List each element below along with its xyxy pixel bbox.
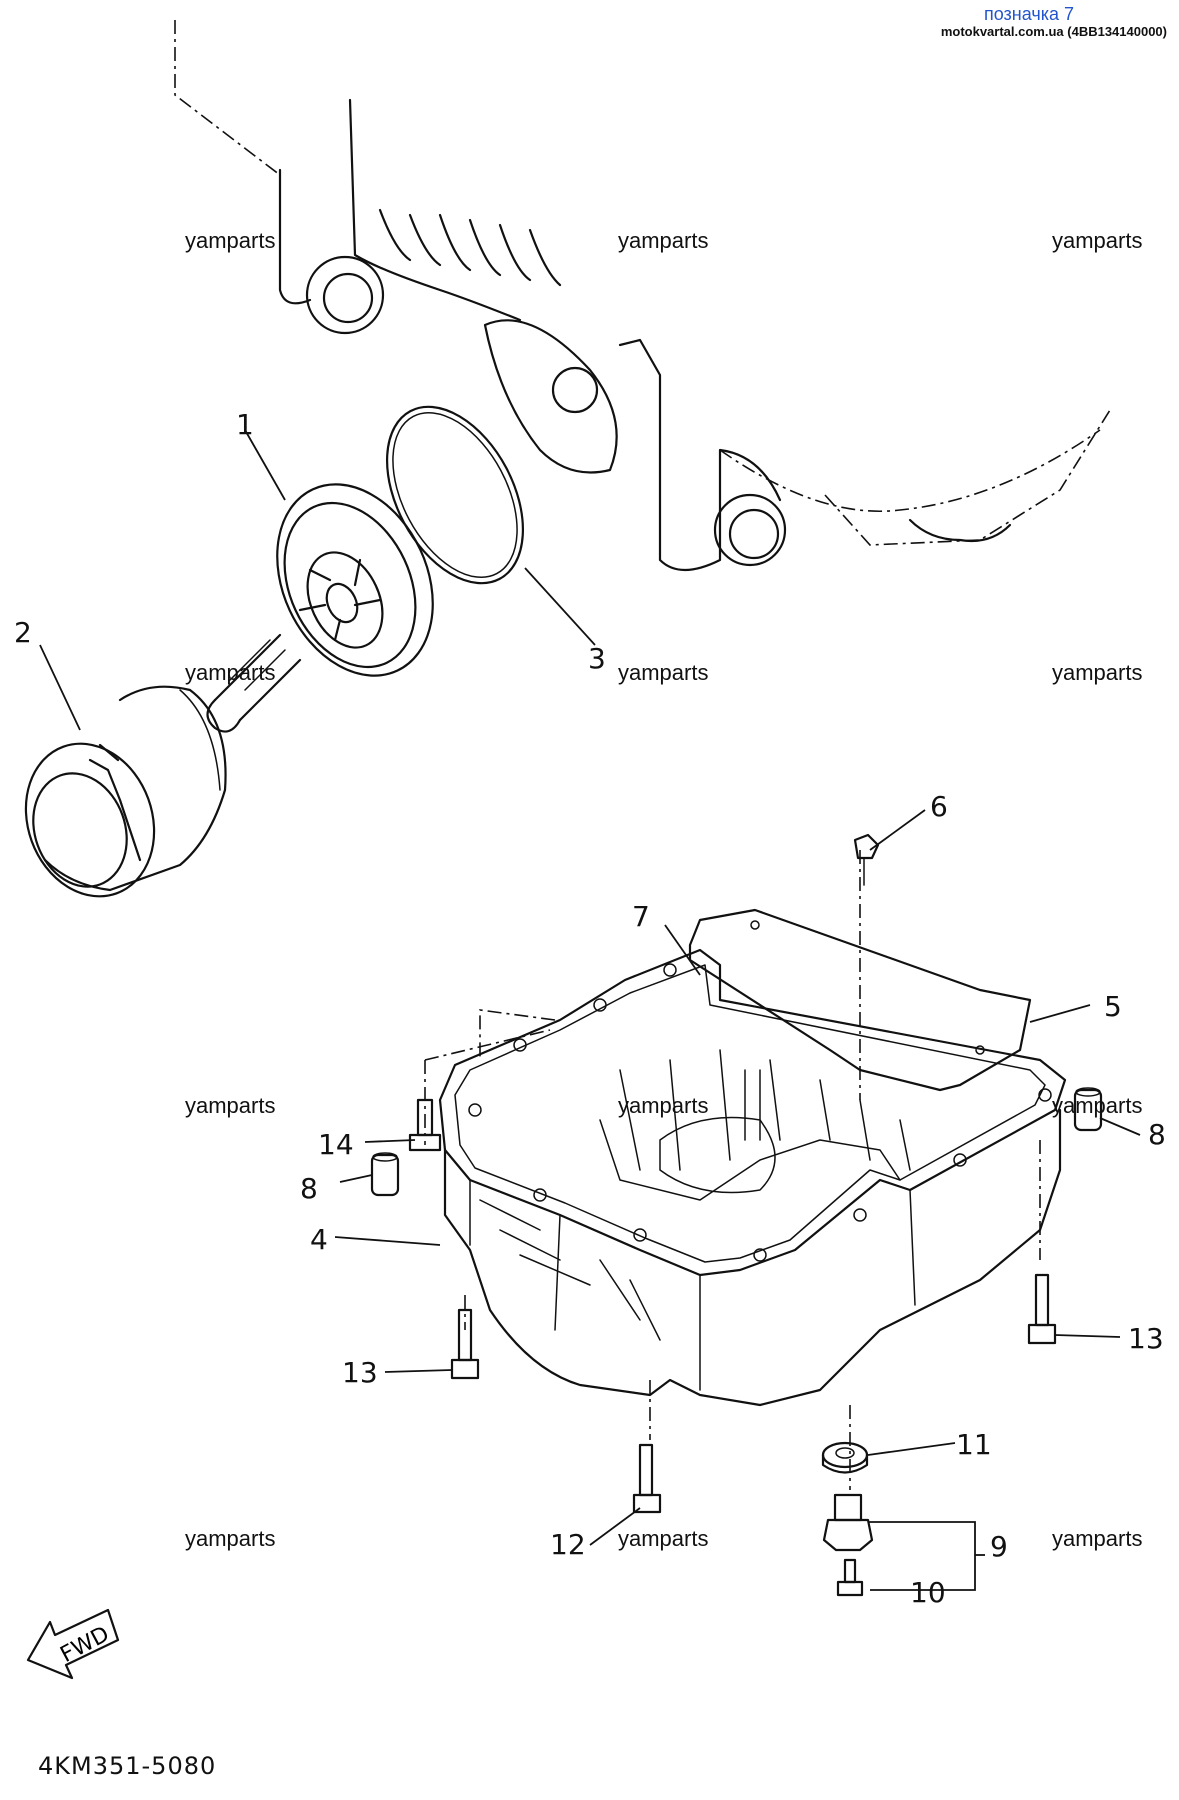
dowel-8-left: [370, 1152, 400, 1197]
screw-10: [836, 1558, 864, 1597]
callout-6[interactable]: 6: [930, 790, 948, 823]
watermark: yamparts: [185, 1526, 276, 1551]
callout-10[interactable]: 10: [910, 1576, 946, 1609]
dowel-8-right: [1073, 1087, 1103, 1132]
watermark: yamparts: [185, 228, 276, 253]
watermark: yamparts: [1052, 1093, 1143, 1118]
callout-13-left[interactable]: 13: [342, 1356, 378, 1389]
header-title[interactable]: позначка 7: [983, 4, 1074, 24]
watermark: yamparts: [618, 1526, 709, 1551]
filter-mount: [206, 483, 434, 733]
figure-code: 4KM351-5080: [38, 1752, 217, 1780]
fwd-arrow: FWD: [26, 1608, 120, 1680]
callout-4[interactable]: 4: [310, 1223, 328, 1256]
bolt-14: [408, 1098, 442, 1152]
bolt-13-left: [450, 1308, 480, 1380]
callout-3[interactable]: 3: [588, 642, 606, 675]
callout-8-right[interactable]: 8: [1148, 1118, 1166, 1151]
callout-14[interactable]: 14: [318, 1128, 354, 1161]
bolt-13-right: [1027, 1273, 1057, 1345]
drain-bolt-9: [822, 1493, 874, 1552]
watermark: yamparts: [185, 1093, 276, 1118]
watermark: yamparts: [618, 660, 709, 685]
fwd-label: FWD: [56, 1622, 113, 1668]
oil-filter: [24, 685, 227, 898]
callout-7[interactable]: 7: [632, 900, 650, 933]
watermark: yamparts: [185, 660, 276, 685]
callout-12[interactable]: 12: [550, 1528, 586, 1561]
callout-1[interactable]: 1: [236, 408, 254, 441]
bolt-12: [632, 1443, 662, 1514]
engine-crankcase-outline: [174, 20, 1111, 571]
callout-11[interactable]: 11: [956, 1428, 992, 1461]
callout-2[interactable]: 2: [14, 616, 32, 649]
watermark: yamparts: [1052, 660, 1143, 685]
watermark: yamparts: [1052, 1526, 1143, 1551]
gasket-11: [821, 1441, 869, 1474]
header-subtitle: motokvartal.com.ua (4BB134140000): [940, 24, 1167, 39]
bolt-6: [853, 833, 880, 886]
watermark: yamparts: [618, 1093, 709, 1118]
oil-pan-assembly: [438, 908, 1067, 1407]
callout-13-right[interactable]: 13: [1128, 1322, 1164, 1355]
callout-9[interactable]: 9: [990, 1530, 1008, 1563]
callout-8-left[interactable]: 8: [300, 1172, 318, 1205]
callout-5[interactable]: 5: [1104, 990, 1122, 1023]
o-ring: [385, 405, 525, 585]
watermark: yamparts: [1052, 228, 1143, 253]
watermark: yamparts: [618, 228, 709, 253]
